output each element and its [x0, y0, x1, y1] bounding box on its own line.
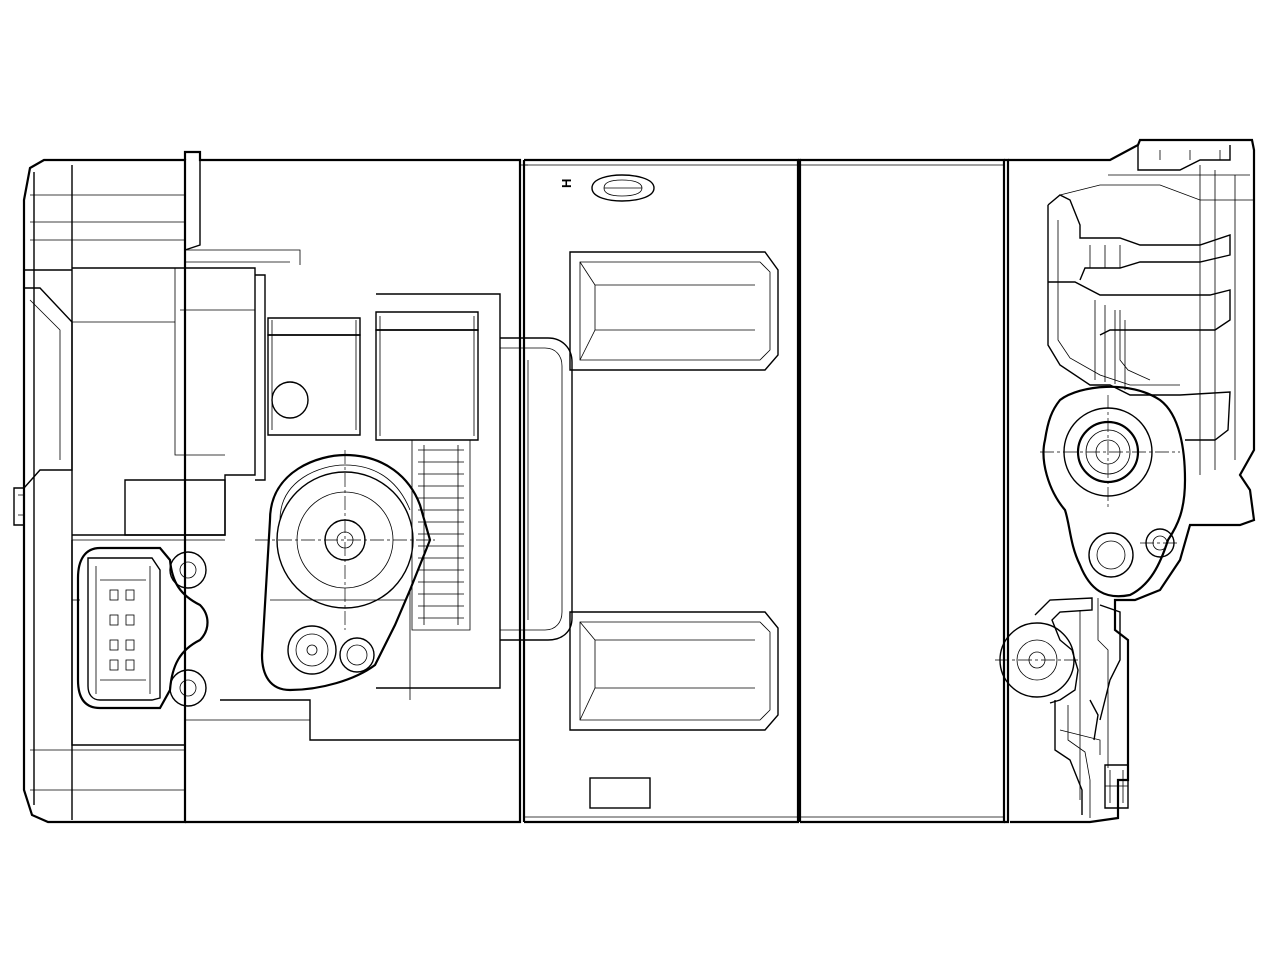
compressor-housing	[71, 150, 528, 824]
valve-fin-stack	[411, 439, 471, 631]
cylinder-body: H	[500, 158, 802, 824]
front-housing	[800, 158, 1010, 824]
control-valve-block	[255, 274, 501, 700]
rear-end-cap	[13, 158, 187, 824]
housing-marking: H	[559, 179, 574, 188]
front-mount-bracket	[995, 138, 1256, 824]
electrical-connector	[76, 546, 209, 710]
